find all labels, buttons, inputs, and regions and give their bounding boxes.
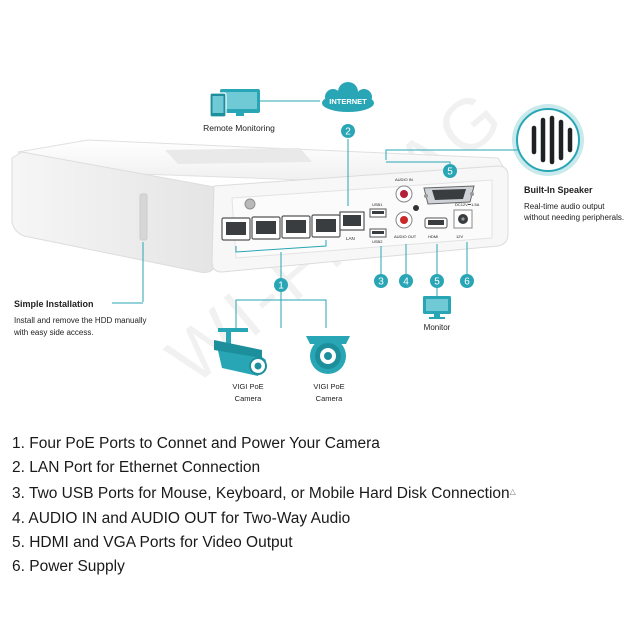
nvr-connection-diagram: LAN USB1 USB2 AUDIO IN AUDIO OUT HDMI DC… bbox=[11, 82, 624, 403]
internet-label: INTERNET bbox=[329, 97, 367, 106]
hdmi-label: HDMI bbox=[428, 234, 438, 239]
feature-legend: 1. Four PoE Ports to Connet and Power Yo… bbox=[12, 432, 516, 579]
svg-text:4: 4 bbox=[403, 277, 409, 288]
svg-text:2: 2 bbox=[345, 127, 351, 138]
turret-camera-label-line1: VIGI PoE bbox=[313, 382, 344, 391]
marker-2: 2 bbox=[341, 124, 355, 138]
turret-camera-label-line2: Camera bbox=[316, 394, 344, 403]
vga-port bbox=[423, 185, 475, 205]
svg-text:5: 5 bbox=[447, 167, 453, 178]
installation-title: Simple Installation bbox=[14, 299, 94, 309]
legend-item: 6. Power Supply bbox=[12, 558, 125, 576]
marker-6: 6 bbox=[460, 274, 474, 288]
marker-5-top: 5 bbox=[443, 164, 457, 178]
speaker-desc-line2: without needing peripherals. bbox=[523, 213, 624, 222]
svg-text:5: 5 bbox=[434, 277, 440, 288]
remote-monitoring-label: Remote Monitoring bbox=[203, 123, 275, 133]
marker-5: 5 bbox=[430, 274, 444, 288]
speaker-icon bbox=[512, 104, 584, 176]
legend-item: 3. Two USB Ports for Mouse, Keyboard, or… bbox=[12, 485, 516, 503]
svg-text:3: 3 bbox=[378, 277, 384, 288]
usb2-label: USB2 bbox=[372, 239, 383, 244]
usb1-label: USB1 bbox=[372, 202, 383, 207]
remote-monitoring-icon bbox=[209, 89, 260, 118]
usb-ports: USB1 USB2 bbox=[369, 202, 387, 244]
marker-1: 1 bbox=[274, 278, 288, 292]
svg-text:12V: 12V bbox=[456, 234, 463, 239]
bullet-camera-label-line2: Camera bbox=[235, 394, 263, 403]
power-label: DC12V⎓1.5A bbox=[455, 202, 480, 207]
turret-camera-icon bbox=[306, 336, 350, 374]
speaker-desc-line1: Real-time audio output bbox=[524, 202, 605, 211]
lan-port-label: LAN bbox=[346, 236, 355, 241]
marker-4: 4 bbox=[399, 274, 413, 288]
installation-desc-line2: with easy side access. bbox=[13, 328, 94, 337]
monitor-label: Monitor bbox=[424, 323, 451, 332]
legend-item: 5. HDMI and VGA Ports for Video Output bbox=[12, 533, 293, 551]
internet-cloud-icon bbox=[322, 82, 374, 112]
svg-text:6: 6 bbox=[464, 277, 470, 288]
footnote-mark: △ bbox=[509, 487, 516, 497]
legend-item: 4. AUDIO IN and AUDIO OUT for Two-Way Au… bbox=[12, 509, 351, 527]
audio-ports: AUDIO IN AUDIO OUT bbox=[394, 177, 419, 239]
monitor-icon bbox=[423, 296, 451, 319]
legend-item: 2. LAN Port for Ethernet Connection bbox=[12, 459, 261, 477]
speaker-title: Built-In Speaker bbox=[524, 185, 593, 195]
legend-item: 1. Four PoE Ports to Connet and Power Yo… bbox=[12, 435, 380, 452]
audio-out-label: AUDIO OUT bbox=[394, 234, 417, 239]
marker-3: 3 bbox=[374, 274, 388, 288]
audio-in-label: AUDIO IN bbox=[395, 177, 413, 182]
installation-desc-line1: Install and remove the HDD manually bbox=[14, 316, 147, 325]
nvr-device bbox=[11, 139, 509, 273]
svg-text:1: 1 bbox=[278, 281, 284, 292]
bullet-camera-icon bbox=[214, 328, 267, 376]
bullet-camera-label-line1: VIGI PoE bbox=[232, 382, 263, 391]
ground-screw bbox=[244, 198, 256, 210]
